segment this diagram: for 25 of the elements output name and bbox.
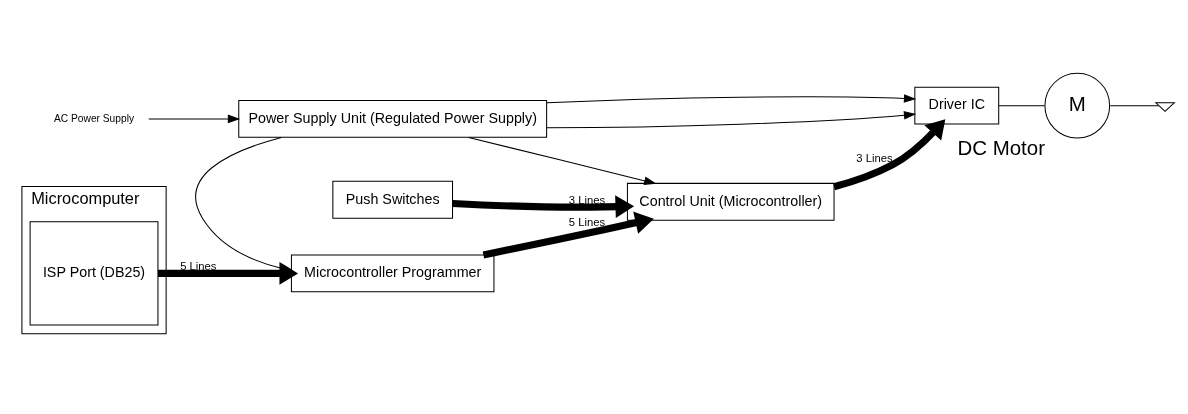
edge-label: 5 Lines <box>180 259 217 272</box>
node-box: Microcontroller Programmer <box>290 253 495 292</box>
node-box: Push Switches <box>332 180 454 219</box>
arrow <box>482 211 654 258</box>
arrow <box>452 194 635 218</box>
edge-label: 3 Lines <box>856 151 893 164</box>
arrow <box>195 136 293 272</box>
edge-label: 3 Lines <box>568 193 606 206</box>
arrow <box>546 110 917 128</box>
connector <box>1109 104 1160 106</box>
node-circle: M <box>1044 72 1111 138</box>
node-box: Power Supply Unit (Regulated Power Supply) <box>238 99 548 138</box>
connector <box>998 104 1046 106</box>
node-label: DC Motor <box>957 135 1045 159</box>
arrow <box>148 114 241 123</box>
node-ground <box>1154 101 1176 112</box>
node-box: Driver IC <box>914 86 1000 125</box>
node-text: AC Power Supply <box>53 111 135 123</box>
node-box: Control Unit (Microcontroller) <box>626 182 835 221</box>
arrow <box>157 261 299 285</box>
node-box: ISP Port (DB25) <box>29 220 159 326</box>
arrow <box>833 118 946 190</box>
arrow <box>468 136 657 185</box>
arrow <box>546 93 917 103</box>
edge-label: 5 Lines <box>568 215 606 228</box>
